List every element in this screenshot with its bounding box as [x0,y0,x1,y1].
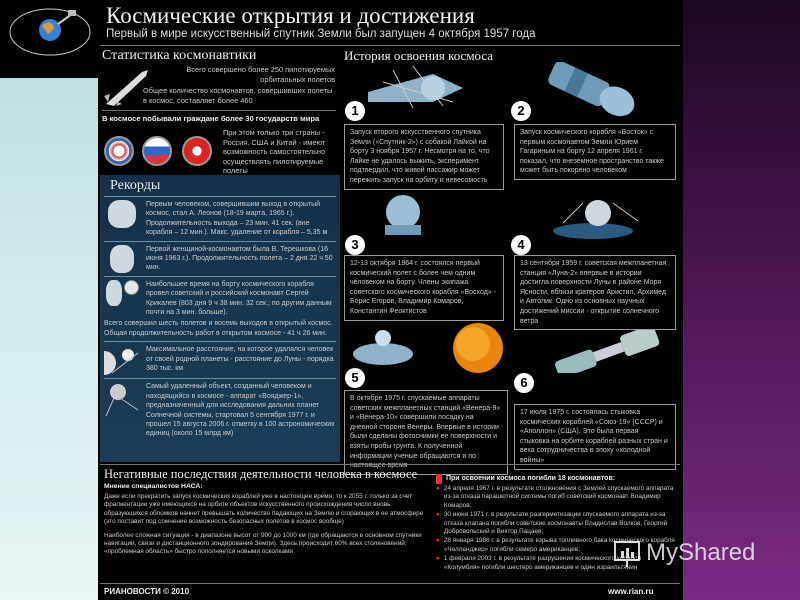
china-badge-icon [182,136,212,166]
history-number-badge: 2 [511,101,531,121]
deaths-item: ●28 января 1986 г. в результате взрыва т… [436,537,678,554]
rocket-icon [104,70,148,106]
presentation-board-icon [614,541,640,567]
russia-badge-icon [142,136,172,166]
history-item-text: В октябре 1975 г. спускаемые аппараты со… [344,390,508,475]
divider [104,341,336,343]
earth-orbit-illustration [0,0,98,78]
vostok-ship-image [548,62,635,117]
bullet-icon: ● [436,555,440,563]
deaths-item: ●24 апреля 1967 г. в результате столкнов… [436,485,678,510]
myshared-watermark: MyShared [612,538,755,568]
usa-badge-icon [104,136,134,166]
right-background-strip [683,0,800,600]
history-item-text: Запуск второго искусственного спутника З… [344,124,504,190]
clock-icon [123,279,139,295]
divider [104,378,336,380]
sputnik-2-image [368,65,463,109]
record-row: Первой женщиной-космонавтом была В. Тере… [104,244,336,273]
page-title: Космические открытия и достижения [106,3,475,28]
records-panel: Рекорды Первым человеком, совершившим вы… [100,175,340,462]
divider [102,110,336,111]
negative-paragraph: Даже если прекратить запуск космических … [104,493,424,526]
record-item: Первым человеком, совершившим выход в от… [146,201,328,237]
record-row: Всего совершил шесть полетов и восемь вы… [104,319,336,338]
negative-section: Негативные последствия деятельности чело… [104,467,430,557]
divider [104,275,336,277]
negative-paragraph: Наиболее сложная ситуация - в диапазоне … [104,531,422,556]
footer-brand: РИАНОВОСТИ © 2010 [104,587,190,596]
history-title: История освоения космоса [344,48,494,63]
history-number-badge: 4 [511,235,531,255]
moon-mission-icon [104,349,139,376]
soyuz-apollo-image [555,328,660,373]
divider [100,464,680,465]
deaths-item: ●1 февраля 2003 г. в результате разрушен… [436,555,678,572]
infographic: Космические открытия и достижения Первый… [98,0,683,600]
left-background-strip [0,0,98,600]
deaths-title: При освоении космоса погибли 18 космонав… [446,475,616,482]
divider [104,196,336,197]
history-item-text: Запуск космического корабля «Восток» с п… [514,124,676,180]
luna-2-image [553,200,639,239]
venera-probe-image [353,323,503,373]
record-item: Первой женщиной-космонавтом была В. Тере… [146,245,333,272]
deaths-item-text: 30 июня 1971 г. в результате разгерметиз… [443,511,668,536]
deaths-list: ●24 апреля 1967 г. в результате столкнов… [436,485,678,572]
footer-url[interactable]: www.rian.ru [608,587,654,596]
records-title: Рекорды [110,178,161,193]
spacewalk-astronaut-icon [108,200,136,228]
divider [100,583,680,584]
record-item: Максимальное расстояние, на которое удал… [146,346,334,373]
history-item-text: 13 сентября 1959 г. советская межпланетн… [514,255,676,331]
deaths-item-text: 24 апреля 1967 г. в результате столкнове… [443,485,674,509]
stats-item: Общее количество космонавтов, совершивши… [143,86,333,105]
bullet-icon: ● [436,537,440,545]
page-subtitle: Первый в мире искусственный спутник Земл… [106,28,536,40]
record-item: Всего совершил шесть полетов и восемь вы… [104,320,333,337]
stats-title: Статистика космонавтики [102,48,257,63]
cosmonaut-icon [105,279,122,306]
negative-title: Негативные последствия деятельности чело… [104,467,418,481]
history-item-text: 17 июля 1975 г. состоялась стыковка косм… [514,404,676,470]
candle-icon [436,474,442,484]
record-row: Самый удаленный объект, созданный челове… [104,382,336,438]
history-number-badge: 5 [345,368,365,388]
record-row: Первым человеком, совершившим выход в от… [104,200,336,238]
voyager-probe-icon [105,384,139,417]
history-number-badge: 1 [345,101,365,121]
deaths-header: При освоении космоса погибли 18 космонав… [436,474,678,484]
divider [104,240,336,242]
history-number-badge: 3 [345,235,365,255]
deaths-item-text: 28 января 1986 г. в результате взрыва то… [443,537,675,553]
deaths-section: При освоении космоса погибли 18 космонав… [436,474,678,572]
stats-item: Всего совершено более 250 пилотируемых о… [186,65,335,84]
record-row: Наибольшее время на борту космического к… [104,279,336,318]
history-number-badge: 6 [514,373,534,393]
countries-title: В космосе побывали граждане более 30 гос… [102,114,320,123]
bullet-icon: ● [436,485,440,492]
voskhod-ship-image [385,195,421,235]
female-cosmonaut-icon [110,244,134,273]
negative-subtitle: Мнение специалистов НАСА: [104,483,203,490]
deaths-item-text: 1 февраля 2003 г. в результате разрушени… [443,555,641,571]
divider [100,45,680,46]
watermark-text: MyShared [646,539,756,566]
history-item-text: 12-13 октября 1964 г. состоялся первый к… [344,255,504,321]
deaths-item: ●30 июня 1971 г. в результате разгермети… [436,511,678,536]
record-item: Самый удаленный объект, созданный челове… [146,383,335,438]
bullet-icon: ● [436,511,440,519]
record-row: Максимальное расстояние, на которое удал… [104,345,336,376]
countries-text: При этом только три страны - Россия, США… [223,128,326,176]
record-item: Наибольшее время на борту космического к… [146,280,332,317]
